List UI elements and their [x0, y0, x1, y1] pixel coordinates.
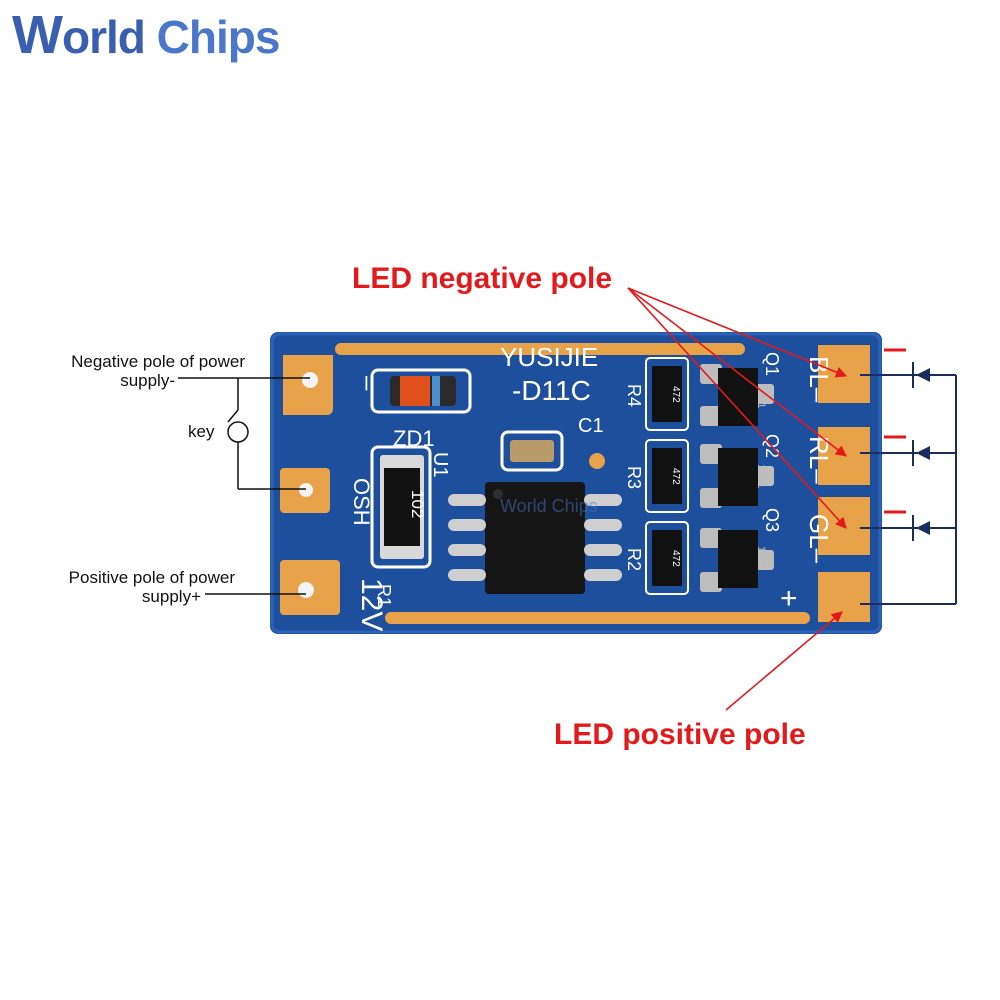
annotation-positive-power: Positive pole of power supply+	[68, 568, 235, 606]
label-led-positive-pole: LED positive pole	[554, 718, 806, 751]
resistor-marking: 102	[408, 490, 427, 518]
silk-zd1: ZD1	[393, 426, 435, 451]
key-switch-icon	[227, 421, 249, 443]
silk-c1: C1	[578, 415, 604, 437]
transistor-q1	[718, 368, 758, 426]
transistor-q2	[718, 448, 758, 506]
transistor-q1-marking: 1601	[755, 384, 767, 408]
silk-r3: R3	[624, 466, 644, 489]
silk-osh: OSH	[349, 478, 374, 526]
transistor-q2-marking: 1601	[755, 464, 767, 488]
brand-logo: World Chips	[12, 5, 280, 65]
capacitor-c1	[510, 440, 554, 462]
silk-u1: U1	[429, 452, 451, 478]
watermark: World Chips	[500, 496, 598, 516]
silk-rl: RL–	[804, 436, 834, 484]
resistor-r2-marking: 472	[670, 550, 681, 567]
silk-minus: –	[354, 376, 384, 391]
pad-plus	[818, 572, 870, 622]
copper-strip-bottom	[385, 612, 810, 624]
silk-chip-id-top: YUSIJIE	[500, 342, 598, 372]
resistor-r3-marking: 472	[670, 468, 681, 485]
annotation-negative-power: Negative pole of power supply-	[71, 352, 245, 390]
silk-r2: R2	[624, 548, 644, 571]
led-wiring	[860, 362, 957, 605]
led-diode-icons	[916, 368, 930, 535]
transistor-q3-marking: 1601	[755, 546, 767, 570]
silk-plus: +	[780, 582, 798, 615]
annotation-key: key	[188, 422, 215, 441]
copper-strip-top	[335, 343, 745, 355]
label-led-negative-pole: LED negative pole	[352, 262, 613, 295]
silk-gl: GL–	[804, 514, 834, 564]
negative-marks	[884, 348, 906, 514]
callout-arrows	[627, 287, 848, 711]
resistor-r2	[652, 530, 682, 586]
silk-r1: R1	[374, 584, 394, 607]
silk-r4: R4	[624, 384, 644, 407]
silk-chip-id-bottom: -D11C	[512, 375, 591, 406]
ic-u1	[485, 482, 585, 594]
resistor-r4-marking: 472	[670, 386, 681, 403]
silk-q3: Q3	[762, 508, 782, 532]
left-wiring	[178, 377, 310, 595]
resistor-r4	[652, 366, 682, 422]
transistor-q3	[718, 530, 758, 588]
silk-bl: BL–	[804, 356, 834, 403]
silk-q1: Q1	[762, 352, 782, 376]
silk-12v: 12V	[355, 578, 388, 631]
resistor-r3	[652, 448, 682, 504]
